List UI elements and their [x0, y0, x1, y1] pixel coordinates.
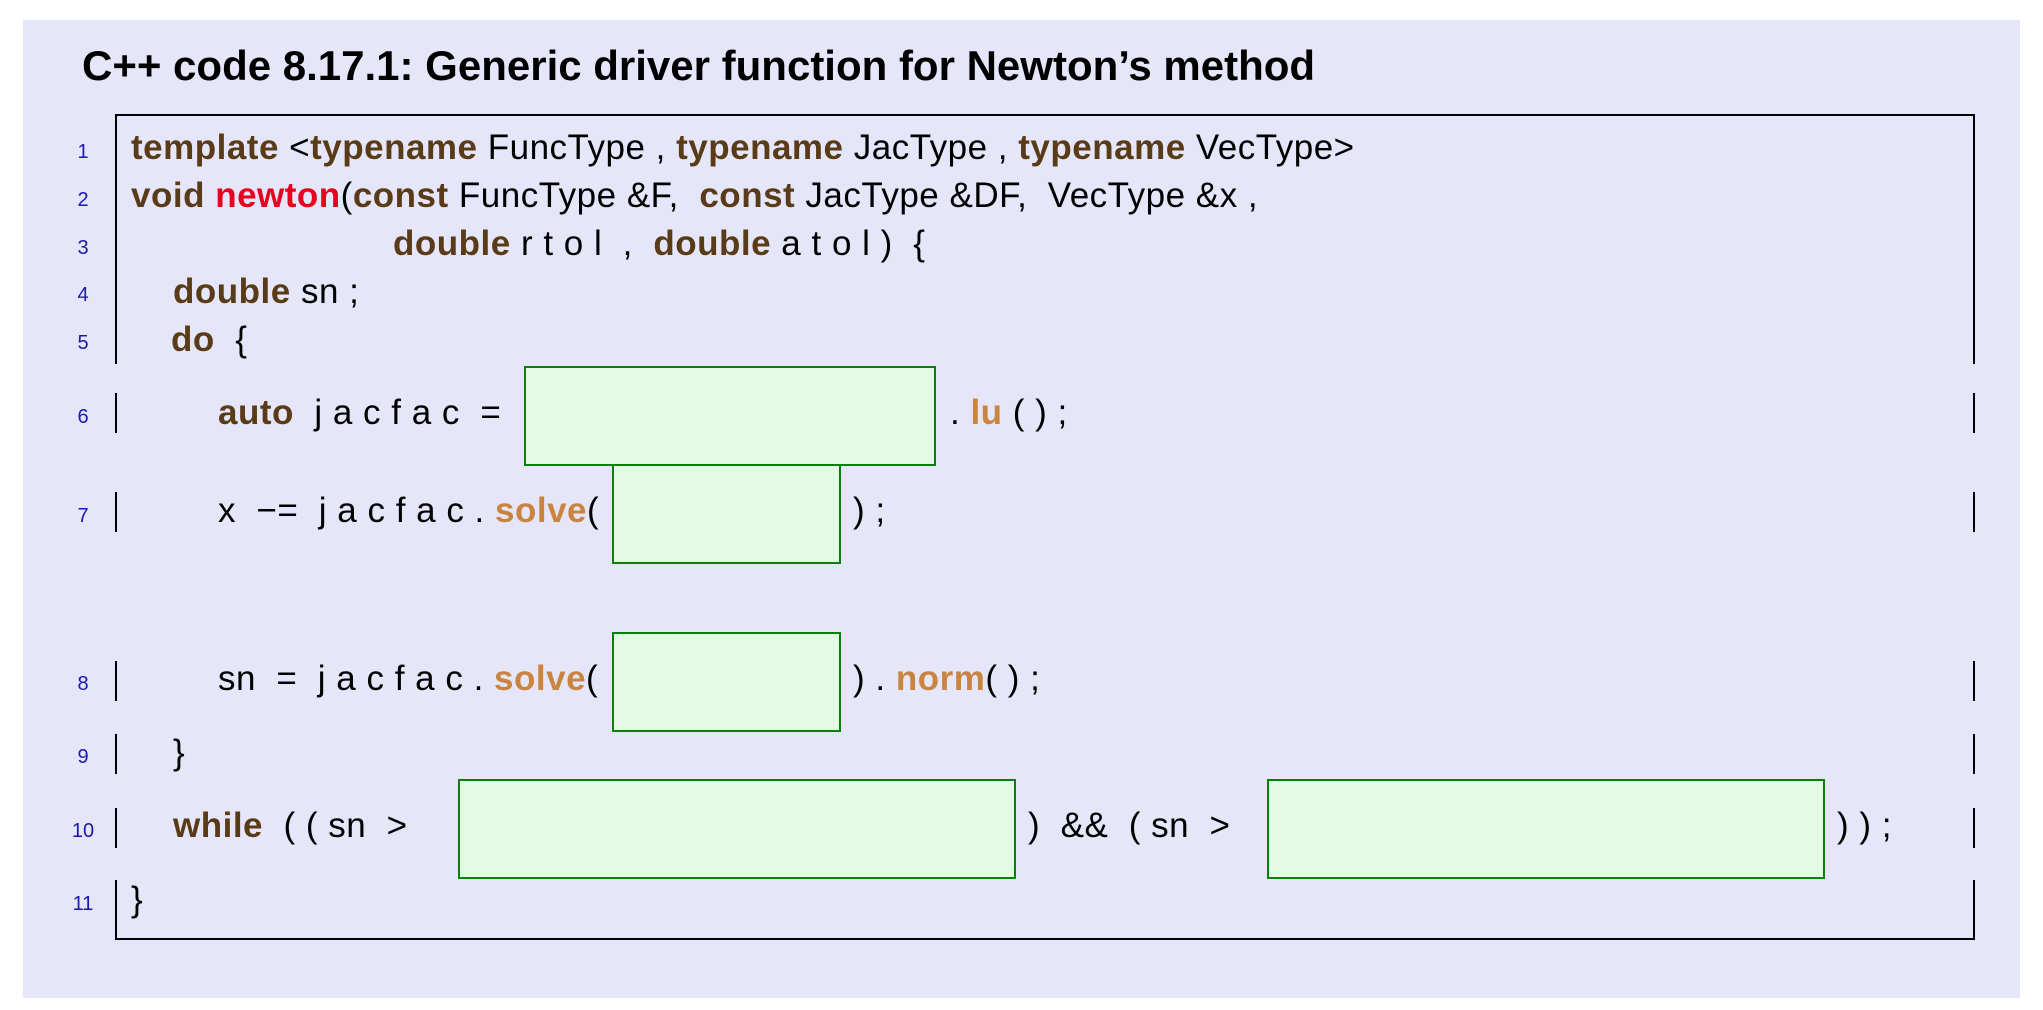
- code-text: ( ( sn >: [263, 806, 408, 845]
- code-text: ) ;: [853, 491, 886, 530]
- line-number: 6: [77, 406, 89, 428]
- frame-left-seg: [115, 492, 117, 532]
- code-line-5: do {: [171, 320, 247, 360]
- code-line-6-tail: . lu ( ) ;: [950, 393, 1068, 433]
- code-text: }: [173, 733, 186, 772]
- code-line-7-tail: ) ;: [853, 491, 886, 531]
- line-number: 3: [77, 237, 89, 259]
- function-name: newton: [215, 176, 341, 215]
- keyword: void: [131, 176, 205, 215]
- code-text: x −= j a c f a c .: [218, 491, 495, 530]
- line-number: 10: [71, 820, 95, 842]
- frame-right-upper: [1973, 114, 1975, 364]
- code-line-4: double sn ;: [173, 272, 359, 312]
- code-text: sn ;: [290, 272, 360, 311]
- answer-blank[interactable]: [524, 366, 936, 466]
- code-text: FuncType &F,: [448, 176, 700, 215]
- frame-left-upper: [115, 114, 117, 364]
- line-number: 9: [77, 746, 89, 768]
- keyword: const: [699, 176, 796, 215]
- code-text: sn = j a c f a c .: [218, 659, 495, 698]
- keyword: double: [653, 224, 772, 263]
- code-line-8: sn = j a c f a c . solve(: [218, 659, 598, 699]
- frame-left-seg: [115, 661, 117, 701]
- frame-top: [115, 114, 1975, 116]
- code-line-1: template <typename FuncType , typename J…: [131, 128, 1355, 168]
- code-line-10-tail: ) ) ;: [1837, 806, 1892, 846]
- code-text: (: [586, 659, 599, 698]
- keyword: template: [131, 128, 279, 167]
- code-line-11: }: [131, 880, 143, 920]
- keyword: double: [393, 224, 511, 263]
- keyword: const: [352, 176, 449, 215]
- keyword: typename: [676, 128, 844, 167]
- frame-right-lower: [1973, 880, 1975, 938]
- code-text: VecType>: [1185, 128, 1355, 167]
- method-name: solve: [495, 491, 587, 530]
- frame-right-seg: [1973, 808, 1975, 848]
- code-text: a t o l ) {: [771, 224, 926, 263]
- answer-blank[interactable]: [612, 632, 841, 732]
- code-text: ) .: [853, 659, 896, 698]
- code-text: {: [214, 320, 248, 359]
- code-text: }: [131, 880, 144, 919]
- line-number: 1: [77, 141, 89, 163]
- code-text: ) ) ;: [1837, 806, 1892, 845]
- code-line-7: x −= j a c f a c . solve(: [218, 491, 599, 531]
- code-text: FuncType ,: [477, 128, 677, 167]
- code-line-10-mid: ) && ( sn >: [1028, 806, 1230, 846]
- frame-right-seg: [1973, 393, 1975, 433]
- answer-blank[interactable]: [1267, 779, 1825, 879]
- answer-blank[interactable]: [612, 464, 841, 564]
- code-title: C++ code 8.17.1: Generic driver function…: [82, 42, 1316, 89]
- line-number: 4: [77, 284, 89, 306]
- keyword: while: [173, 806, 264, 845]
- code-text: ( ) ;: [1002, 393, 1068, 432]
- answer-blank[interactable]: [458, 779, 1016, 879]
- frame-left-seg: [115, 734, 117, 774]
- line-number: 7: [77, 505, 89, 527]
- code-text: (: [587, 491, 600, 530]
- method-name: lu: [970, 393, 1003, 432]
- frame-bottom: [115, 938, 1975, 940]
- code-text: .: [950, 393, 971, 432]
- code-text: (: [340, 176, 353, 215]
- code-text: j a c f a c =: [293, 393, 502, 432]
- keyword: typename: [1018, 128, 1186, 167]
- keyword: typename: [310, 128, 478, 167]
- frame-right-seg: [1973, 661, 1975, 701]
- line-number: 8: [77, 673, 89, 695]
- frame-right-seg: [1973, 492, 1975, 532]
- code-line-2: void newton(const FuncType &F, const Jac…: [131, 176, 1258, 216]
- keyword: do: [171, 320, 215, 359]
- code-text: r t o l ,: [510, 224, 654, 263]
- code-text: JacType &DF, VecType &x ,: [795, 176, 1259, 215]
- code-line-6: auto j a c f a c =: [218, 393, 501, 433]
- frame-left-seg: [115, 393, 117, 433]
- code-line-8-tail: ) . norm( ) ;: [853, 659, 1040, 699]
- keyword: auto: [218, 393, 294, 432]
- method-name: norm: [895, 659, 986, 698]
- keyword: double: [173, 272, 291, 311]
- frame-right-seg: [1973, 734, 1975, 774]
- method-name: solve: [494, 659, 587, 698]
- code-line-9: }: [173, 733, 185, 773]
- line-number: 5: [77, 332, 89, 354]
- code-text: ) && ( sn >: [1028, 806, 1231, 845]
- code-line-10: while ( ( sn >: [173, 806, 408, 846]
- code-line-3: double r t o l , double a t o l ) {: [393, 224, 925, 264]
- code-text: ( ) ;: [985, 659, 1041, 698]
- frame-left-lower: [115, 880, 117, 938]
- line-number: 11: [72, 893, 94, 915]
- line-number: 2: [77, 189, 89, 211]
- code-text: <: [278, 128, 311, 167]
- code-text: JacType ,: [843, 128, 1019, 167]
- frame-left-seg: [115, 808, 117, 848]
